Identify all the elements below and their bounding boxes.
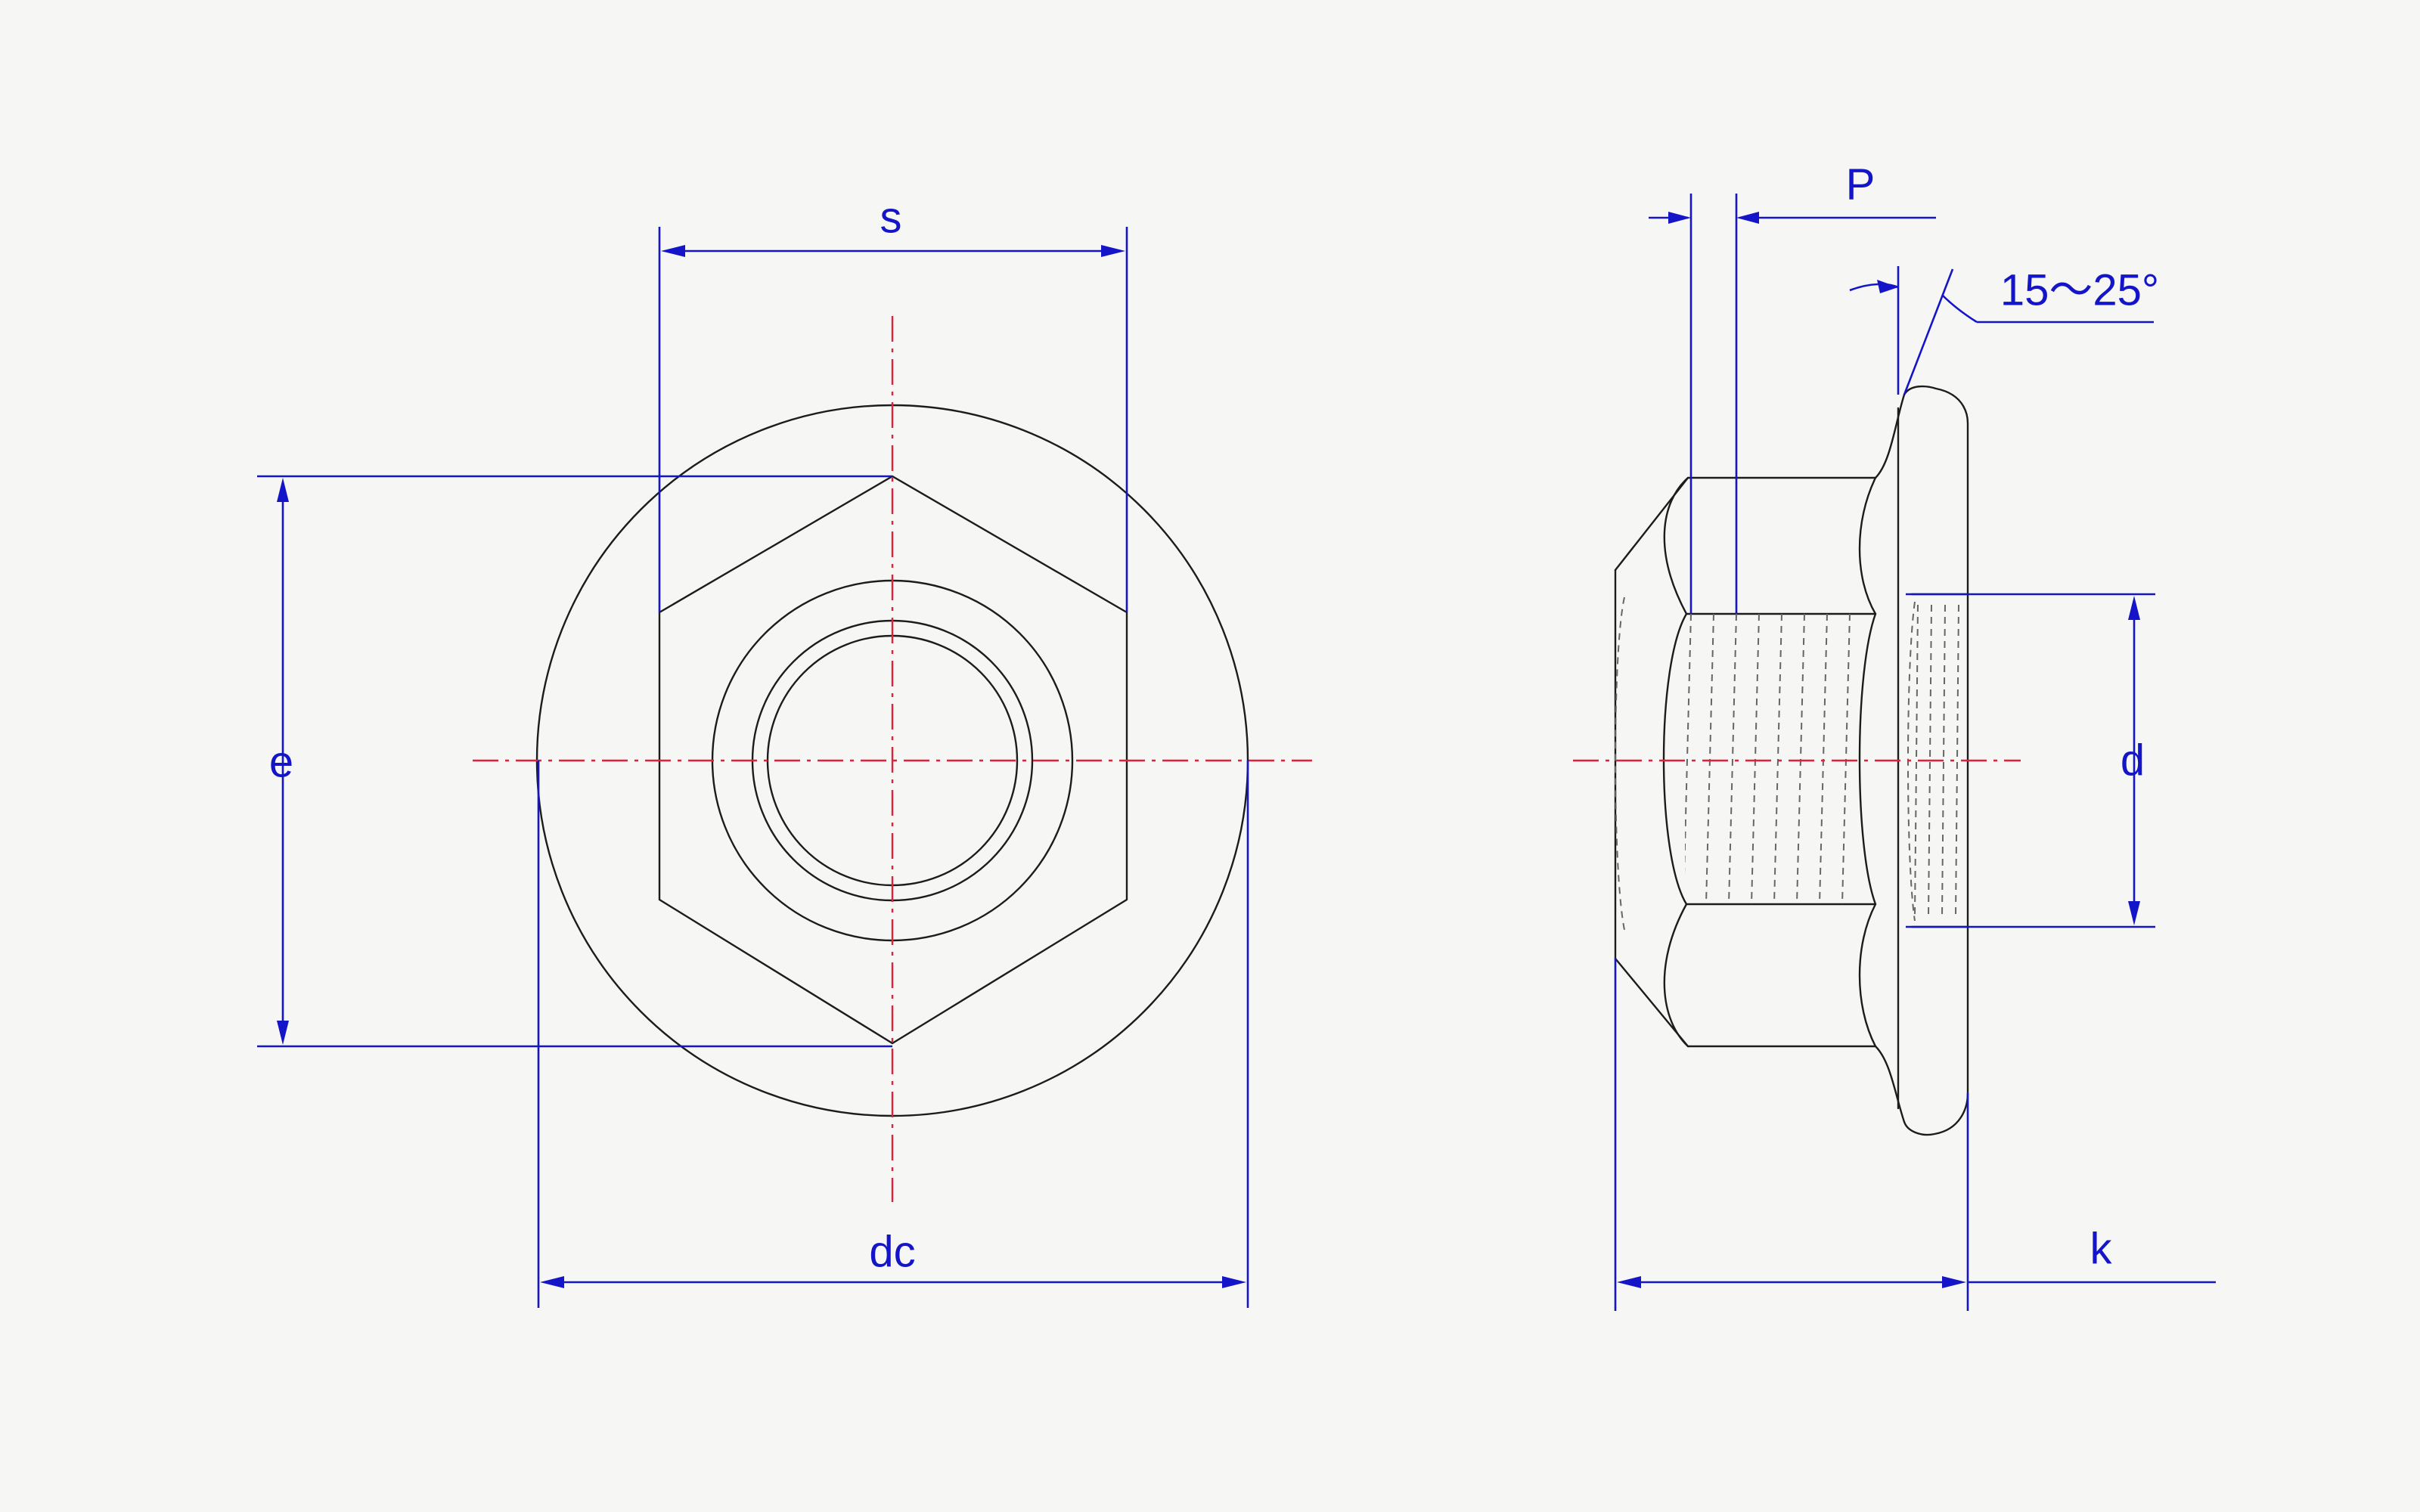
- hex-face-arc-right: [1858, 476, 1877, 1048]
- thread-line: [1751, 614, 1760, 904]
- thread-line: [1685, 614, 1692, 904]
- flange-thread-line: [1928, 604, 1932, 917]
- dimension-p: P: [1649, 160, 1936, 614]
- flange-neck-top: [1874, 393, 1906, 479]
- label-angle: 15～25°: [2000, 265, 2159, 314]
- label-s: s: [880, 193, 902, 242]
- hex-face-arc-left: [1662, 476, 1689, 1048]
- dimension-k: k: [1614, 959, 2216, 1311]
- dimension-s: s: [658, 193, 1128, 612]
- flange-thread-line: [1941, 604, 1946, 917]
- thread-line: [1705, 614, 1714, 904]
- label-k: k: [2090, 1224, 2113, 1273]
- dimension-dc: dc: [537, 761, 1249, 1308]
- label-d: d: [2121, 736, 2145, 785]
- dimension-d: d: [1906, 593, 2155, 928]
- thread-line: [1819, 614, 1828, 904]
- side-view: [1573, 385, 2021, 1136]
- flange-neck-bottom: [1874, 1045, 1906, 1123]
- label-e: e: [269, 737, 293, 786]
- flange-thread-line: [1914, 604, 1919, 917]
- thread-line: [1773, 614, 1782, 904]
- thread-line: [1796, 614, 1805, 904]
- thread-line: [1728, 614, 1737, 904]
- label-dc: dc: [869, 1227, 915, 1276]
- thread-line: [1841, 614, 1851, 904]
- front-view: [473, 316, 1312, 1202]
- dimension-angle: 15～25°: [1849, 265, 2159, 395]
- dimension-e: e: [257, 475, 892, 1048]
- hidden-thread-lines: [1685, 614, 1851, 904]
- label-p: P: [1846, 160, 1876, 209]
- flange-thread-line: [1955, 604, 1959, 917]
